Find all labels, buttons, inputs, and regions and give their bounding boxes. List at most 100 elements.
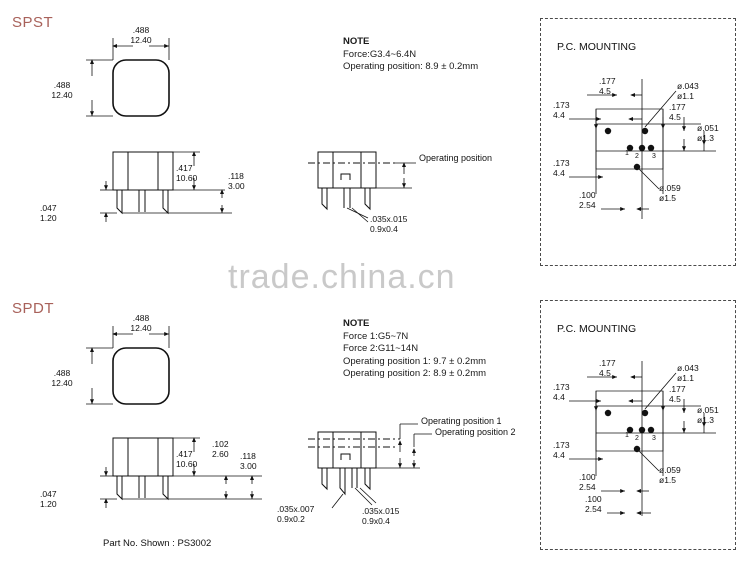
pc-dim: .100 2.54 bbox=[579, 190, 596, 210]
dim-inch: .488 bbox=[53, 368, 71, 378]
dim-mm: 12.40 bbox=[51, 89, 73, 100]
spdt-operating-position-1-label: Operating position 1 bbox=[421, 416, 502, 426]
spst-pc-mounting-panel: P.C. MOUNTING bbox=[540, 18, 736, 266]
pc-pin-number: 1 bbox=[625, 432, 629, 439]
pc-pin-number: 3 bbox=[652, 435, 656, 442]
part-number-note: Part No. Shown : PS3002 bbox=[103, 538, 212, 549]
callout-inch: .035x.015 bbox=[362, 506, 400, 516]
dim-inch: .417 bbox=[176, 163, 193, 173]
section-label-spst: SPST bbox=[12, 14, 54, 31]
pc-dim: .177 4.5 bbox=[669, 102, 686, 122]
dim-inch: .100 bbox=[585, 494, 602, 504]
spst-seat-height-dim: .047 1.20 bbox=[40, 203, 57, 223]
spdt-lead-offset-dim: .118 3.00 bbox=[240, 451, 257, 471]
hole-inch: ø.051 bbox=[697, 405, 719, 415]
spst-pc-mounting-vectors bbox=[569, 79, 716, 219]
pc-hole-callout: ø.059 ø1.5 bbox=[659, 465, 681, 485]
hole-inch: ø.059 bbox=[659, 183, 681, 193]
hole-inch: ø.051 bbox=[697, 123, 719, 133]
note-line: Force:G3.4~6.4N bbox=[343, 48, 417, 60]
spdt-pc-mounting-panel: P.C. MOUNTING bbox=[540, 300, 736, 550]
spdt-mid-dim: .102 2.60 bbox=[212, 439, 229, 459]
pc-dim: .173 4.4 bbox=[553, 100, 570, 120]
note-title: NOTE bbox=[343, 36, 370, 47]
dim-mm: 4.4 bbox=[553, 449, 565, 460]
hole-mm: ø1.1 bbox=[677, 373, 695, 383]
dim-mm: 2.54 bbox=[585, 503, 602, 514]
dim-mm: 12.40 bbox=[130, 322, 152, 333]
dim-inch: .173 bbox=[553, 100, 570, 110]
dim-inch: .417 bbox=[176, 449, 193, 459]
dim-mm: 12.40 bbox=[51, 377, 73, 388]
spst-pc-mounting-title: P.C. MOUNTING bbox=[557, 41, 637, 53]
dim-inch: .173 bbox=[553, 158, 570, 168]
site-watermark: trade.china.cn bbox=[228, 258, 456, 296]
pc-dim: .173 4.4 bbox=[553, 440, 570, 460]
spst-lead-offset-dim: .118 3.00 bbox=[228, 171, 245, 191]
dim-mm: 2.60 bbox=[212, 448, 229, 459]
dim-mm: 12.40 bbox=[130, 34, 152, 45]
dim-inch: .100 bbox=[579, 190, 596, 200]
note-line: Operating position 1: 9.7 ± 0.2mm bbox=[343, 355, 487, 367]
dim-mm: 2.54 bbox=[579, 199, 596, 210]
dim-inch: .118 bbox=[228, 171, 244, 181]
dim-inch: .177 bbox=[669, 102, 686, 112]
pc-dim: .100 2.54 bbox=[579, 472, 596, 492]
pc-dim: .173 4.4 bbox=[553, 158, 570, 178]
spdt-operating-position-2-label: Operating position 2 bbox=[435, 427, 516, 437]
pc-dim: .177 4.5 bbox=[599, 358, 616, 378]
hole-inch: ø.043 bbox=[677, 363, 699, 373]
spdt-top-height-dim: .488 12.40 bbox=[38, 368, 86, 388]
dim-mm: 4.4 bbox=[553, 167, 565, 178]
note-line: Operating position 2: 8.9 ± 0.2mm bbox=[343, 368, 487, 380]
section-label-spdt: SPDT bbox=[12, 300, 55, 317]
dim-mm: 2.54 bbox=[579, 481, 596, 492]
hole-mm: ø1.5 bbox=[659, 193, 677, 203]
spst-lead-section-callout: .035x.015 0.9x0.4 bbox=[370, 214, 407, 234]
dim-inch: .177 bbox=[599, 358, 616, 368]
callout-mm: 0.9x0.2 bbox=[277, 514, 305, 524]
spdt-note-block: NOTE Force 1:G5~7N Force 2:G11~14N Opera… bbox=[343, 318, 486, 381]
spst-top-height-dim: .488 12.40 bbox=[38, 80, 86, 100]
hole-mm: ø1.3 bbox=[697, 133, 715, 143]
dim-inch: .173 bbox=[553, 382, 570, 392]
hole-inch: ø.059 bbox=[659, 465, 681, 475]
note-title: NOTE bbox=[343, 318, 370, 329]
dim-inch: .102 bbox=[212, 439, 229, 449]
pc-hole-callout: ø.043 ø1.1 bbox=[677, 363, 699, 383]
spst-note-block: NOTE Force:G3.4~6.4N Operating position:… bbox=[343, 36, 478, 74]
spdt-pc-mounting-title: P.C. MOUNTING bbox=[557, 323, 637, 335]
dim-mm: 4.4 bbox=[553, 109, 565, 120]
hole-inch: ø.043 bbox=[677, 81, 699, 91]
spdt-lead-section-a-callout: .035x.007 0.9x0.2 bbox=[277, 504, 314, 524]
dim-mm: 3.00 bbox=[228, 180, 245, 191]
callout-inch: .035x.007 bbox=[277, 504, 315, 514]
dim-inch: .177 bbox=[669, 384, 686, 394]
callout-mm: 0.9x0.4 bbox=[362, 516, 390, 526]
dim-mm: 1.20 bbox=[40, 498, 57, 509]
dim-mm: 1.20 bbox=[40, 212, 57, 223]
dim-inch: .488 bbox=[132, 25, 150, 35]
spdt-seat-height-dim: .047 1.20 bbox=[40, 489, 57, 509]
dim-inch: .488 bbox=[53, 80, 71, 90]
hole-mm: ø1.1 bbox=[677, 91, 695, 101]
pc-dim: .177 4.5 bbox=[599, 76, 616, 96]
pc-hole-callout: ø.043 ø1.1 bbox=[677, 81, 699, 101]
pc-pin-number: 2 bbox=[635, 153, 639, 160]
callout-inch: .035x.015 bbox=[370, 214, 408, 224]
spst-top-width-dim: .488 12.40 bbox=[108, 25, 174, 45]
pc-pin-number: 1 bbox=[625, 150, 629, 157]
dim-inch: .100 bbox=[579, 472, 596, 482]
note-line: Force 2:G11~14N bbox=[343, 343, 419, 355]
pc-hole-callout: ø.059 ø1.5 bbox=[659, 183, 681, 203]
dim-mm: 10.60 bbox=[176, 458, 198, 469]
dim-inch: .118 bbox=[240, 451, 256, 461]
dim-mm: 4.4 bbox=[553, 391, 565, 402]
spdt-body-height-dim: .417 10.60 bbox=[176, 449, 198, 469]
note-line: Operating position: 8.9 ± 0.2mm bbox=[343, 61, 479, 73]
spdt-lead-section-b-callout: .035x.015 0.9x0.4 bbox=[362, 506, 399, 526]
spst-body-height-dim: .417 10.60 bbox=[176, 163, 197, 183]
spdt-top-width-dim: .488 12.40 bbox=[108, 313, 174, 333]
